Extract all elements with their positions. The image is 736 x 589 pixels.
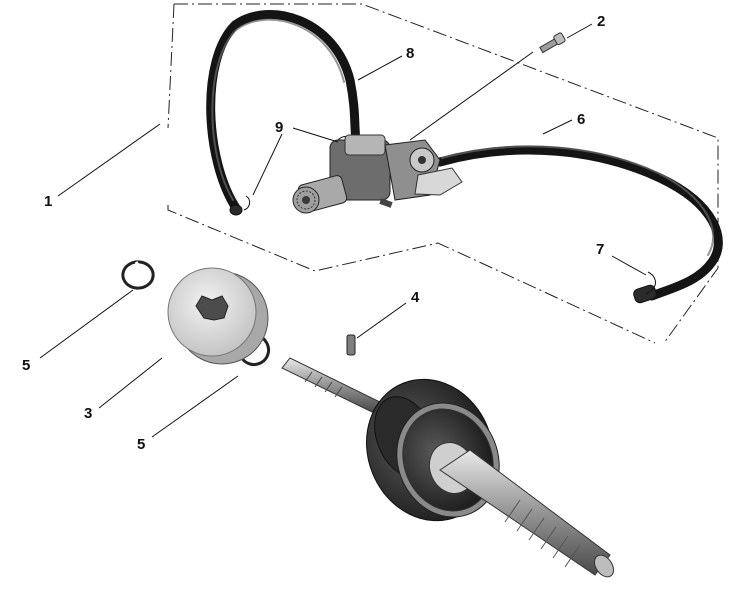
callout-4: 4: [411, 289, 420, 306]
callout-8: 8: [406, 45, 414, 62]
callout-9: 9: [275, 119, 283, 136]
leader-lines: [39, 23, 647, 438]
callout-6: 6: [577, 111, 585, 128]
hose-part-6: [435, 145, 723, 304]
callout-3: 3: [84, 405, 92, 422]
callout-7: 7: [596, 241, 604, 258]
hose-part-8: [206, 9, 361, 216]
callout-1: 1: [44, 193, 52, 210]
callout-2: 2: [597, 13, 605, 30]
drive-gear-part-3: [167, 267, 269, 365]
circlip-part-5-upper: [121, 260, 155, 290]
screw-part-2: [539, 32, 566, 54]
hose-end-fitting: [633, 284, 657, 304]
assembly-outline: [167, 3, 719, 344]
hose-clip-part-7: [645, 271, 656, 295]
callout-labels: 1 2 3 4 5 5 6 7 8 9: [22, 13, 605, 453]
crankshaft: [281, 357, 615, 578]
oil-pump-assembly: [292, 134, 463, 214]
callout-5-upper: 5: [22, 357, 30, 374]
key-pin-part-4: [346, 334, 356, 356]
hose-end-fitting: [229, 204, 243, 216]
callout-5-lower: 5: [137, 436, 145, 453]
